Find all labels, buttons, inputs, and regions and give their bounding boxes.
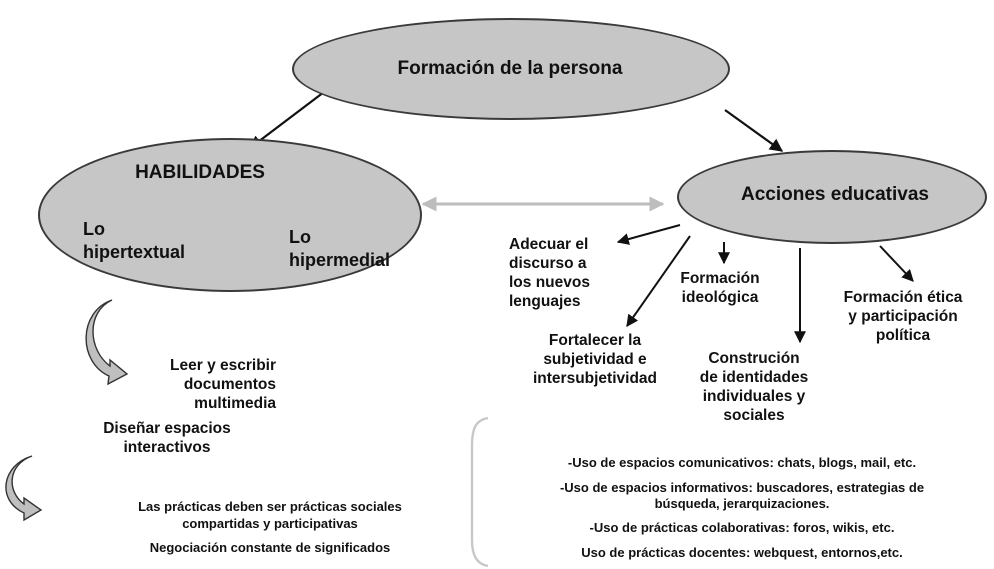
- curved-arrow-icon: [85, 299, 129, 386]
- negociacion-text: Negociación constante de significados: [149, 540, 391, 555]
- arrow-acciones-to-adecuar: [616, 224, 681, 245]
- acciones-ellipse: [677, 150, 987, 244]
- adecuar-discurso-text: Adecuar el discurso a los nuevos lenguaj…: [509, 236, 590, 310]
- root-ellipse: [292, 18, 730, 120]
- uso-docentes-text: Uso de prácticas docentes: webquest, ent…: [581, 545, 903, 560]
- disenar-espacios-text: Diseñar espacios interactivos: [103, 420, 231, 456]
- acciones-title: Acciones educativas: [741, 184, 929, 205]
- curved-arrow-icon: [5, 455, 43, 522]
- uso-comunicativos-text: -Uso de espacios comunicativos: chats, b…: [567, 455, 917, 470]
- arrow-acciones-to-etica: [879, 245, 914, 282]
- arrow-root-to-acciones: [724, 109, 784, 152]
- habilidades-title: HABILIDADES: [135, 162, 265, 183]
- arrow-acciones-to-fortalecer: [626, 235, 691, 327]
- formacion-etica-text: Formación ética y participación política: [843, 289, 963, 344]
- habilidades-ellipse: [38, 138, 422, 292]
- root-title: Formación de la persona: [397, 58, 623, 79]
- practicas-sociales-text: Las prácticas deben ser prácticas social…: [138, 499, 402, 531]
- hipermedial-label: Lo hipermedial: [289, 227, 391, 270]
- fortalecer-subjetividad-text: Fortalecer la subjetividad e intersubjet…: [532, 332, 658, 387]
- uso-colaborativas-text: -Uso de prácticas colaborativas: foros, …: [589, 520, 895, 535]
- uso-informativos-text: -Uso de espacios informativos: buscadore…: [559, 480, 925, 512]
- bracket-divider: [470, 416, 489, 568]
- formacion-ideologica-text: Formación ideológica: [680, 270, 760, 306]
- hipertextual-label: Lo hipertextual: [83, 219, 186, 262]
- construcion-identidades-text: Construción de identidades individuales …: [699, 350, 809, 424]
- leer-escribir-text: Leer y escribir documentos multimedia: [170, 357, 276, 412]
